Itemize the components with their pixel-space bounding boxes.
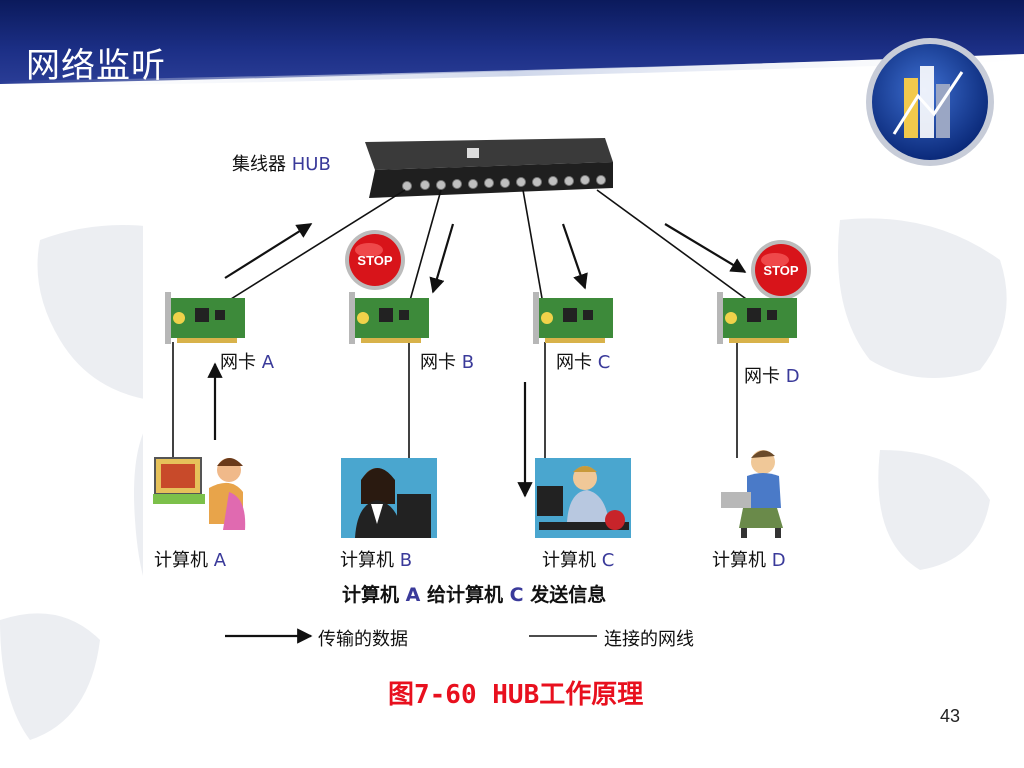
stop-sign-icon: STOP	[345, 230, 405, 290]
nic-label-b: 网卡 B	[420, 352, 475, 373]
computer-label-b: 计算机 B	[340, 550, 413, 571]
computer-user-icon	[341, 458, 437, 538]
header-banner	[0, 0, 1024, 92]
legend-connection-label: 连接的网线	[604, 629, 694, 650]
slide-title: 网络监听	[26, 46, 166, 86]
nic-label-a: 网卡 A	[220, 352, 275, 373]
hub-label: 集线器 HUB	[232, 154, 331, 175]
stop-sign-icon: STOP	[751, 240, 811, 300]
diagram-caption: 计算机 A 给计算机 C 发送信息	[342, 584, 607, 606]
nic-label-c: 网卡 C	[556, 352, 611, 373]
computer-user-icon	[153, 457, 246, 530]
computer-user-icon	[535, 458, 631, 538]
svg-text:STOP: STOP	[763, 263, 798, 278]
computer-label-a: 计算机 A	[154, 550, 227, 571]
hub-diagram: STOP STOP	[143, 132, 827, 662]
computer-label-c: 计算机 C	[542, 550, 615, 571]
legend-data-transfer-label: 传输的数据	[318, 629, 408, 650]
hub-device	[365, 138, 613, 198]
nic-label-d: 网卡 D	[744, 366, 800, 387]
chart-globe-logo	[866, 38, 994, 166]
figure-caption: 图7-60 HUB工作原理	[388, 680, 644, 710]
page-number: 43	[940, 706, 961, 726]
network-card-icon	[717, 292, 797, 344]
network-card-icon	[165, 292, 245, 344]
svg-text:STOP: STOP	[357, 253, 392, 268]
network-card-icon	[349, 292, 429, 344]
computer-user-icon	[721, 450, 783, 538]
network-card-icon	[533, 292, 613, 344]
computer-label-d: 计算机 D	[712, 550, 786, 571]
